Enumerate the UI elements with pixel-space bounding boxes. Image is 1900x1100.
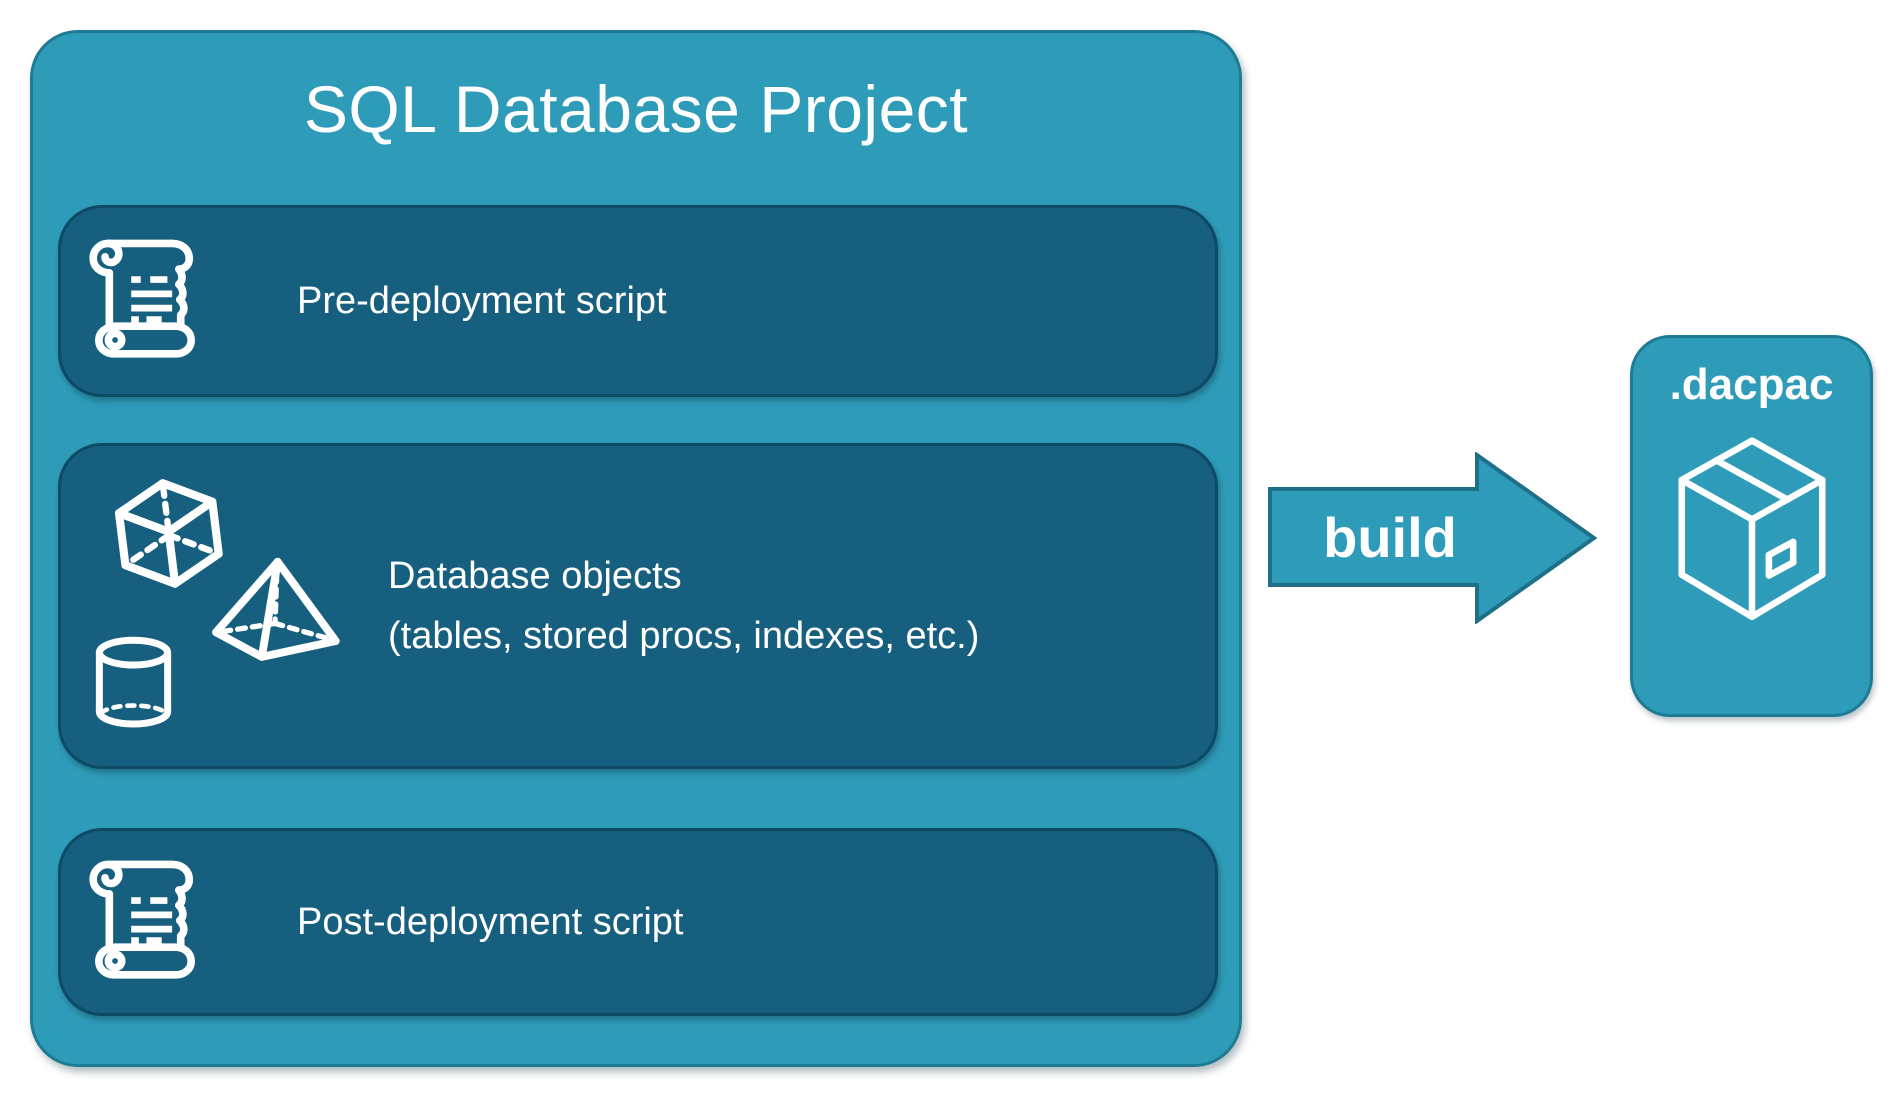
database-objects-icons	[81, 464, 381, 754]
database-objects-box: Database objects (tables, stored procs, …	[58, 443, 1218, 769]
post-deployment-script-label: Post-deployment script	[297, 900, 684, 943]
project-title: SQL Database Project	[303, 72, 969, 146]
database-objects-sublabel: (tables, stored procs, indexes, etc.)	[388, 615, 980, 657]
cylinder-icon	[86, 634, 181, 731]
build-arrow-label: build	[1323, 506, 1457, 569]
cube-icon	[109, 469, 231, 597]
database-objects-label: Database objects	[388, 555, 682, 597]
database-objects-label-block: Database objects (tables, stored procs, …	[388, 546, 979, 666]
scroll-icon	[83, 853, 208, 991]
scroll-icon	[83, 232, 208, 370]
package-icon	[1663, 426, 1841, 638]
dacpac-label: .dacpac	[1669, 360, 1834, 409]
dacpac-panel: .dacpac	[1630, 335, 1873, 717]
pre-deployment-script-box: Pre-deployment script	[58, 205, 1218, 397]
sql-database-project-panel: SQL Database Project	[30, 30, 1242, 1067]
post-deployment-script-box: Post-deployment script	[58, 828, 1218, 1016]
pyramid-icon	[209, 548, 341, 676]
build-arrow-icon	[1268, 452, 1598, 624]
pre-deployment-script-label: Pre-deployment script	[297, 279, 667, 322]
